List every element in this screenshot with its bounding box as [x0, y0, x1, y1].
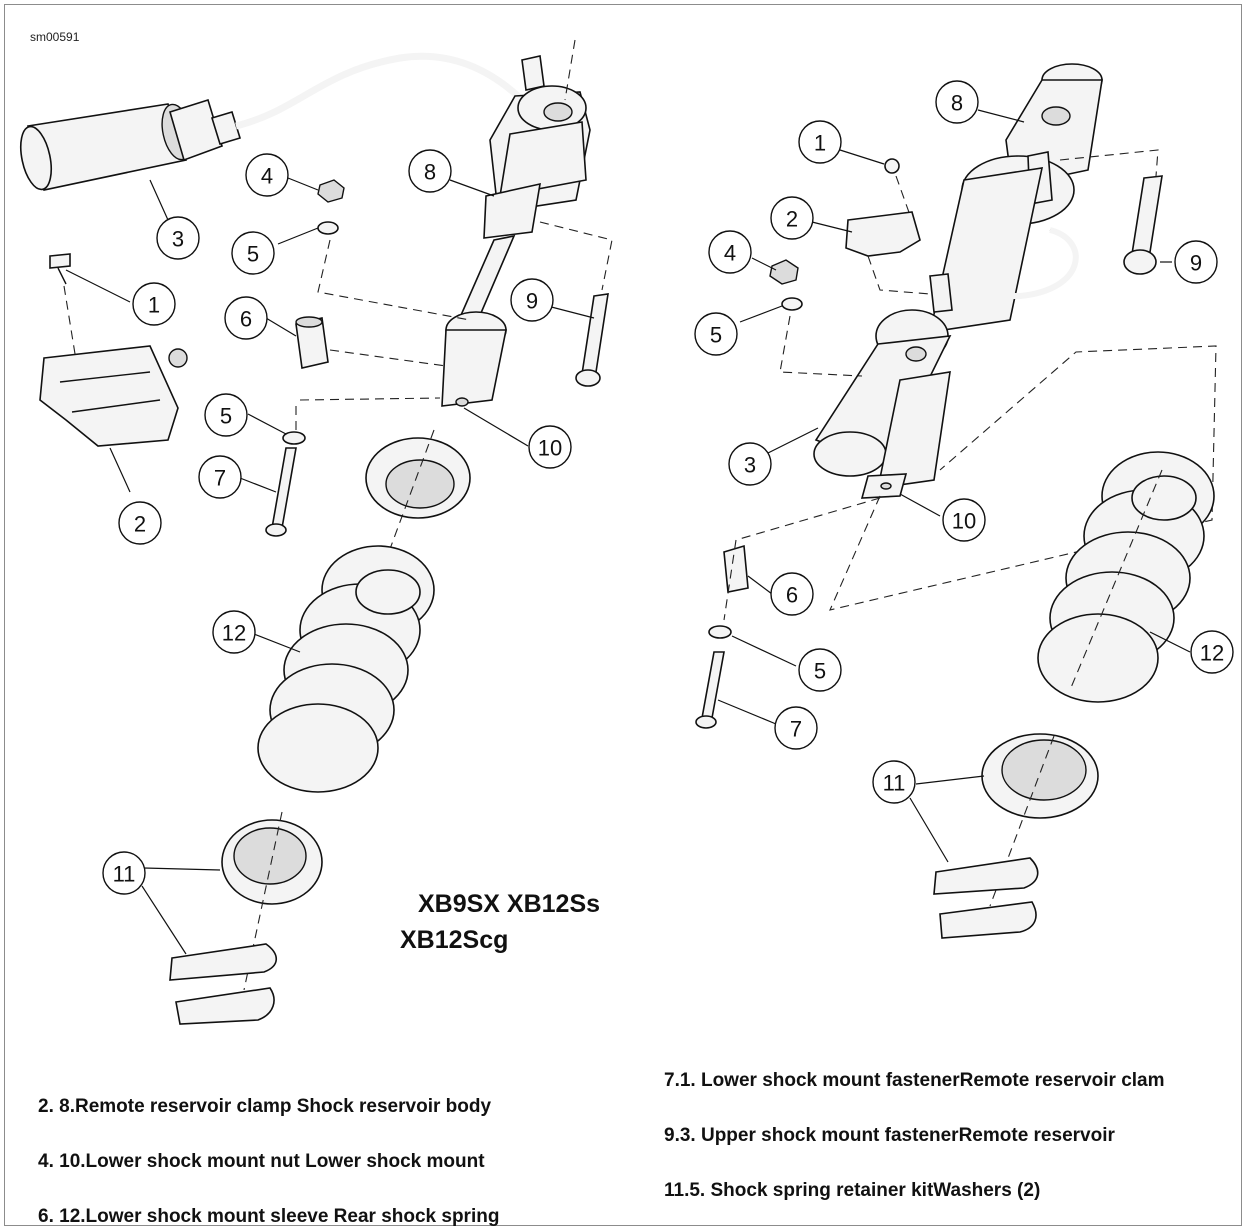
right-callout-label: 1: [814, 131, 826, 156]
legend-item-2: 4. 10.Lower shock mount nut Lower shock …: [38, 1151, 485, 1172]
model-line-2: XB12Scg: [400, 926, 509, 954]
right-callout-3: 2: [770, 196, 814, 240]
right-callout-label: 2: [786, 207, 798, 232]
right-callout-label: 11: [883, 771, 906, 796]
left-bolt-7: [265, 397, 441, 537]
left-callout-13: 11: [102, 851, 146, 895]
right-callout-label: 9: [1190, 251, 1202, 276]
left-clamp: [39, 253, 188, 447]
left-lower-retainer: [169, 811, 323, 1025]
right-shock-body: [928, 63, 1103, 333]
right-callout-8: 10: [942, 498, 986, 542]
left-callout-label: 10: [538, 436, 562, 461]
left-callout-6: 6: [224, 296, 268, 340]
left-nut-washer: [317, 179, 471, 321]
right-nut-washer: [769, 259, 863, 377]
left-callout-9: 5: [204, 393, 248, 437]
right-callout-label: 5: [710, 323, 722, 348]
right-callout-label: 7: [790, 717, 802, 742]
right-reservoir: [813, 309, 952, 499]
right-callout-10: 5: [798, 648, 842, 692]
left-callout-label: 1: [148, 293, 160, 318]
right-callout-12: 12: [1190, 630, 1234, 674]
right-callout-label: 5: [814, 659, 826, 684]
left-sleeve: [295, 316, 447, 369]
right-callout-label: 6: [786, 583, 798, 608]
left-callout-5: 5: [231, 231, 275, 275]
legend-item-6: 11.5. Shock spring retainer kitWashers (…: [664, 1180, 1041, 1201]
legend-item-3: 6. 12.Lower shock mount sleeve Rear shoc…: [38, 1206, 500, 1227]
left-bolt-9: [539, 221, 613, 387]
right-callout-7: 3: [728, 442, 772, 486]
left-spring: [257, 545, 435, 793]
right-callout-11: 7: [774, 706, 818, 750]
right-callout-label: 4: [724, 241, 736, 266]
right-callout-6: 9: [1174, 240, 1218, 284]
leader-lines: [65, 109, 1191, 955]
left-callout-8: 9: [510, 278, 554, 322]
right-spring: [1037, 451, 1215, 703]
legend-item-1: 2. 8.Remote reservoir clamp Shock reserv…: [38, 1096, 492, 1117]
right-callout-4: 4: [708, 230, 752, 274]
left-callout-11: 10: [528, 425, 572, 469]
right-callout-1: 8: [935, 80, 979, 124]
left-callout-3: 2: [118, 501, 162, 545]
left-callout-2: 1: [132, 282, 176, 326]
left-reservoir: [19, 52, 523, 191]
left-callout-1: 3: [156, 216, 200, 260]
left-callout-12: 12: [212, 610, 256, 654]
right-callout-label: 10: [952, 509, 976, 534]
legend-item-5: 9.3. Upper shock mount fastenerRemote re…: [664, 1125, 1115, 1146]
right-lower-retainer: [933, 733, 1099, 939]
right-callout-13: 11: [872, 760, 916, 804]
left-callout-label: 9: [526, 289, 538, 314]
left-callout-label: 5: [247, 242, 259, 267]
left-assembly: [19, 39, 613, 1025]
model-line-1: XB9SX XB12Ss: [418, 890, 601, 918]
right-assembly: [695, 63, 1217, 939]
left-callout-label: 6: [240, 307, 252, 332]
right-lower-hardware: [695, 345, 1217, 729]
right-callout-5: 5: [694, 312, 738, 356]
left-callout-label: 2: [134, 512, 146, 537]
left-callout-label: 5: [220, 404, 232, 429]
right-callout-label: 12: [1200, 641, 1224, 666]
left-callout-10: 7: [198, 455, 242, 499]
left-callout-label: 3: [172, 227, 184, 252]
left-callout-label: 4: [261, 164, 273, 189]
left-callout-label: 11: [113, 862, 136, 887]
left-callout-7: 8: [408, 149, 452, 193]
right-bolt-9: [1059, 149, 1163, 275]
left-callout-label: 8: [424, 160, 436, 185]
right-callout-9: 6: [770, 572, 814, 616]
left-shock-body: [441, 39, 591, 407]
right-callout-label: 8: [951, 91, 963, 116]
legend-item-4: 7.1. Lower shock mount fastenerRemote re…: [664, 1070, 1165, 1091]
document-id: sm00591: [30, 30, 80, 44]
left-callout-4: 4: [245, 153, 289, 197]
left-callout-label: 7: [214, 466, 226, 491]
right-callout-2: 1: [798, 120, 842, 164]
right-callout-label: 3: [744, 453, 756, 478]
left-callout-label: 12: [222, 621, 246, 646]
right-clamp: [845, 158, 931, 295]
